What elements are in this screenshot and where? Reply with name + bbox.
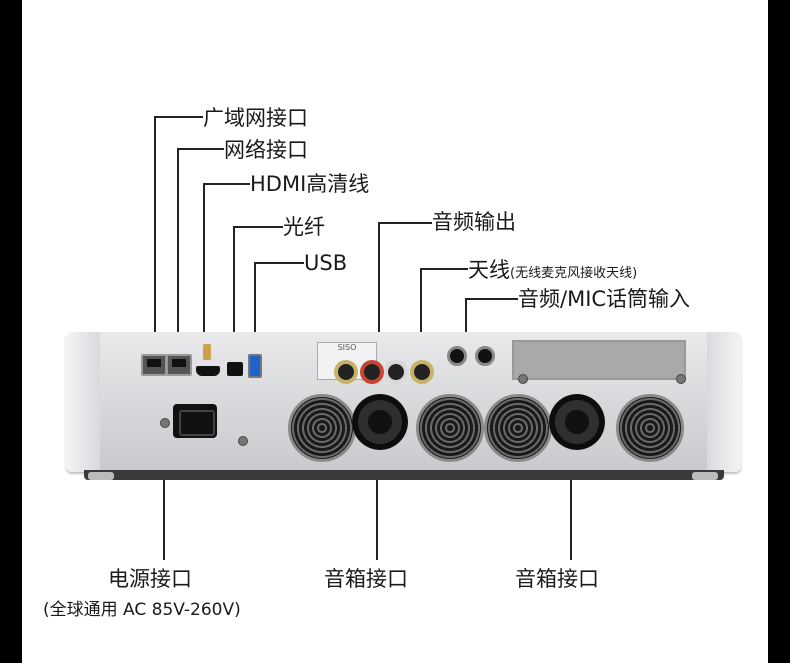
right-endcap (707, 332, 741, 472)
audio-out-leader-v (378, 222, 380, 360)
audio-out-leader-h (378, 222, 432, 224)
audio-out-label: 音频输出 (432, 210, 516, 234)
antenna-leader-v (420, 268, 422, 360)
lan-leader-h (177, 148, 224, 150)
power-note: (全球通用 AC 85V-260V) (43, 600, 241, 620)
wan-port (141, 354, 167, 376)
screw (518, 374, 528, 384)
speaker-label-1: 音箱接口 (324, 567, 408, 591)
wan-leader-v (154, 116, 156, 354)
power-leader (163, 420, 165, 560)
usb-label: USB (304, 251, 348, 275)
antenna-note: (无线麦克风接收天线) (510, 266, 638, 281)
mic-jack-1 (447, 346, 467, 366)
chassis-base (84, 470, 724, 480)
wan-leader-h (154, 116, 203, 118)
right-foot (692, 472, 718, 480)
hdmi-port (196, 366, 220, 376)
mic-leader-v (465, 298, 467, 350)
screw (238, 436, 248, 446)
brand-text: SISO (337, 343, 357, 352)
optical-label: 光纤 (283, 215, 325, 239)
vent-grille-4 (616, 394, 684, 462)
hdmi-leader-h (203, 183, 250, 185)
rca-port-gold-2 (410, 360, 434, 384)
usb-leader-h (254, 262, 304, 264)
lan-leader-v (177, 148, 179, 354)
speaker-leader-1 (376, 430, 378, 560)
left-black-border (0, 0, 22, 663)
power-inlet (173, 404, 217, 438)
device-rear-panel: SISO (66, 332, 741, 482)
rca-port-gold-1 (334, 360, 358, 384)
mic-jack-2 (475, 346, 495, 366)
speaker-connector-2 (549, 394, 605, 450)
optical-leader-h (233, 226, 283, 228)
left-endcap (66, 332, 100, 472)
speaker-label-2: 音箱接口 (515, 567, 599, 591)
antenna-label: 天线(无线麦克风接收天线) (468, 258, 637, 286)
right-black-border (768, 0, 790, 663)
usb-port (248, 354, 262, 378)
hdmi-leader-v (203, 183, 205, 368)
optical-leader-v (233, 226, 235, 361)
lan-port (166, 354, 192, 376)
usb-leader-v (254, 262, 256, 358)
antenna-leader-h (420, 268, 468, 270)
screw (160, 418, 170, 428)
antenna-title: 天线 (468, 258, 510, 282)
speaker-leader-2 (570, 430, 572, 560)
mic-leader-h (465, 298, 518, 300)
rca-port-red (360, 360, 384, 384)
rca-port-white (384, 360, 408, 384)
lan-label: 网络接口 (224, 138, 308, 162)
vent-grille-2 (416, 394, 484, 462)
wan-label: 广域网接口 (203, 106, 308, 130)
wifi-antenna-connector (203, 344, 211, 360)
screw (676, 374, 686, 384)
vent-grille-1 (288, 394, 356, 462)
left-foot (88, 472, 114, 480)
expansion-cover-plate (512, 340, 686, 380)
speaker-connector-1 (352, 394, 408, 450)
optical-port (227, 362, 243, 376)
power-label: 电源接口 (108, 567, 192, 591)
hdmi-label: HDMI高清线 (250, 172, 370, 196)
mic-label: 音频/MIC话筒输入 (518, 287, 691, 311)
vent-grille-3 (484, 394, 552, 462)
